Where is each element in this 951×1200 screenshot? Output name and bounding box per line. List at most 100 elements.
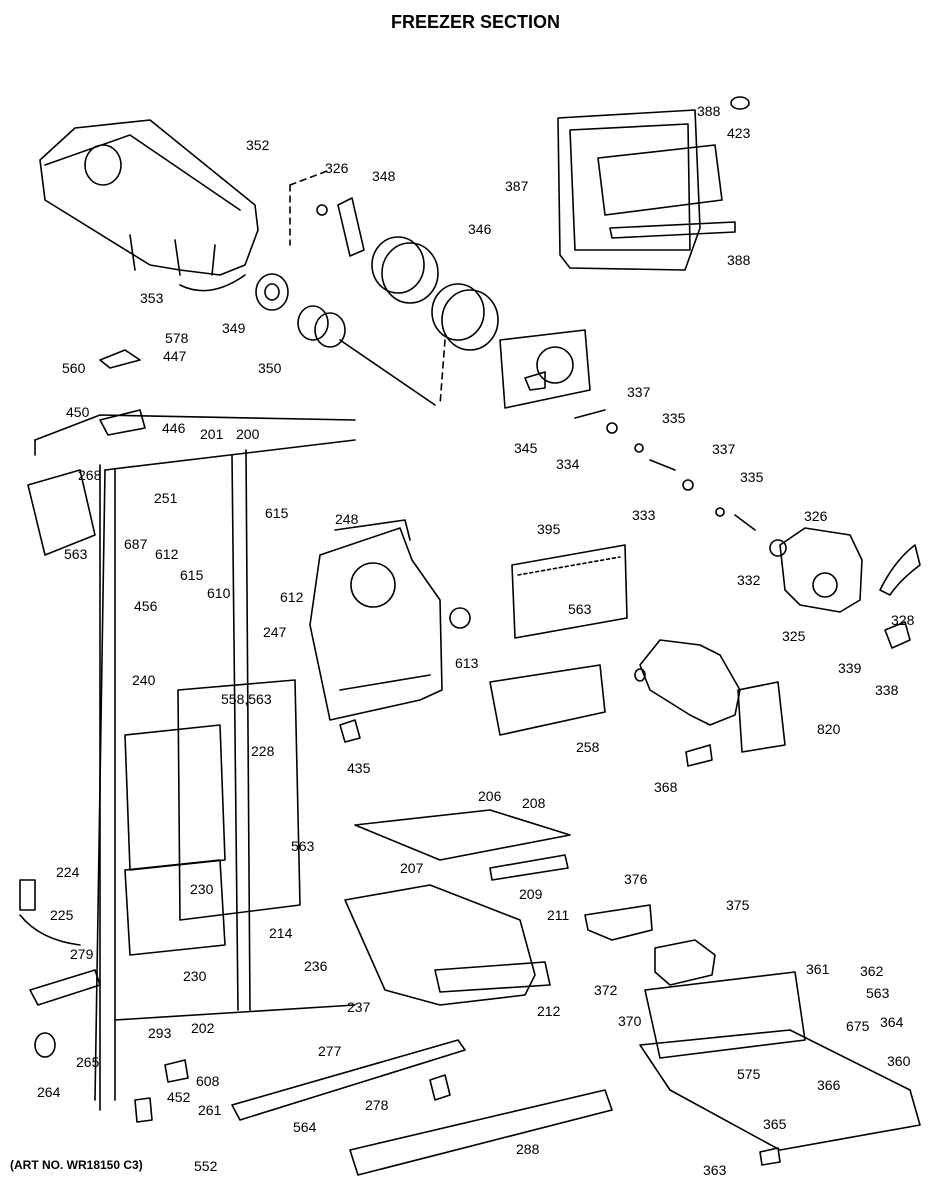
callout-277: 277 bbox=[318, 1043, 342, 1059]
bracket-368 bbox=[685, 744, 713, 767]
callout-362: 362 bbox=[860, 963, 884, 979]
callout-368: 368 bbox=[654, 779, 678, 795]
callout-349: 349 bbox=[222, 320, 246, 336]
callout-251: 251 bbox=[154, 490, 178, 506]
callout-333: 333 bbox=[632, 507, 656, 523]
part-452 bbox=[134, 1097, 153, 1123]
bracket-279 bbox=[29, 969, 101, 1006]
part-363 bbox=[759, 1147, 781, 1166]
callout-612a: 612 bbox=[155, 546, 179, 562]
callout-608: 608 bbox=[196, 1073, 220, 1089]
callout-230b: 230 bbox=[183, 968, 207, 984]
callout-435: 435 bbox=[347, 760, 371, 776]
callout-447: 447 bbox=[163, 348, 187, 364]
callout-335b: 335 bbox=[740, 469, 764, 485]
callout-370: 370 bbox=[618, 1013, 642, 1029]
dispenser-door-387 bbox=[557, 96, 750, 271]
thermostat-268 bbox=[27, 469, 96, 556]
fan-blade-613 bbox=[449, 607, 471, 629]
callout-236: 236 bbox=[304, 958, 328, 974]
callout-225: 225 bbox=[50, 907, 74, 923]
callout-610: 610 bbox=[207, 585, 231, 601]
callout-338: 338 bbox=[875, 682, 899, 698]
drawer-front-258 bbox=[489, 664, 606, 736]
callout-337b: 337 bbox=[712, 441, 736, 457]
callout-346: 346 bbox=[468, 221, 492, 237]
part-446 bbox=[99, 409, 146, 436]
grille-288 bbox=[349, 1089, 613, 1176]
callout-375: 375 bbox=[726, 897, 750, 913]
callout-423: 423 bbox=[727, 125, 751, 141]
spring-224 bbox=[19, 879, 36, 911]
auger-parts bbox=[255, 273, 436, 406]
part-608 bbox=[164, 1059, 189, 1083]
mounting-plate-345 bbox=[499, 329, 591, 409]
callout-560: 560 bbox=[62, 360, 86, 376]
callout-265: 265 bbox=[76, 1054, 100, 1070]
freezer-bin-211 bbox=[344, 884, 551, 1006]
part-447 bbox=[99, 349, 141, 369]
callout-613: 613 bbox=[455, 655, 479, 671]
art-number: (ART NO. WR18150 C3) bbox=[10, 1158, 143, 1172]
shelf-206 bbox=[354, 809, 571, 881]
callout-240: 240 bbox=[132, 672, 156, 688]
callout-675: 675 bbox=[846, 1018, 870, 1034]
cabinet-frame bbox=[34, 414, 356, 1111]
callout-446: 446 bbox=[162, 420, 186, 436]
auger-motor-325 bbox=[769, 527, 921, 649]
ice-maker-820 bbox=[634, 639, 786, 753]
callout-395: 395 bbox=[537, 521, 561, 537]
callout-552: 552 bbox=[194, 1158, 218, 1174]
callout-575: 575 bbox=[737, 1066, 761, 1082]
callout-345: 345 bbox=[514, 440, 538, 456]
rail-277 bbox=[231, 1039, 466, 1121]
callout-820: 820 bbox=[817, 721, 841, 737]
cover-372 bbox=[584, 904, 653, 941]
callout-326: 326 bbox=[325, 160, 349, 176]
callout-228: 228 bbox=[251, 743, 275, 759]
callout-353: 353 bbox=[140, 290, 164, 306]
callout-563b: 563 bbox=[568, 601, 592, 617]
callout-288: 288 bbox=[516, 1141, 540, 1157]
callout-364: 364 bbox=[880, 1014, 904, 1030]
callout-450: 450 bbox=[66, 404, 90, 420]
callout-387: 387 bbox=[505, 178, 529, 194]
callout-337a: 337 bbox=[627, 384, 651, 400]
callout-211: 211 bbox=[547, 907, 570, 923]
callout-687: 687 bbox=[124, 536, 148, 552]
base-360 bbox=[639, 1029, 921, 1151]
callout-348: 348 bbox=[372, 168, 396, 184]
callout-201: 201 bbox=[200, 426, 224, 442]
callout-615a: 615 bbox=[265, 505, 289, 521]
callout-258: 258 bbox=[576, 739, 600, 755]
callout-361: 361 bbox=[806, 961, 830, 977]
callout-376: 376 bbox=[624, 871, 648, 887]
callout-268: 268 bbox=[78, 467, 102, 483]
diagram-title: FREEZER SECTION bbox=[390, 12, 560, 32]
callout-578: 578 bbox=[165, 330, 189, 346]
crusher-blades-346 bbox=[316, 197, 499, 351]
machine-compartment-361 bbox=[639, 971, 921, 1151]
callout-208: 208 bbox=[522, 795, 546, 811]
callout-558-563: 558,563 bbox=[221, 691, 272, 707]
compressor-part-370 bbox=[654, 939, 716, 986]
callout-352: 352 bbox=[246, 137, 270, 153]
callout-456: 456 bbox=[134, 598, 158, 614]
callout-335a: 335 bbox=[662, 410, 686, 426]
callout-372: 372 bbox=[594, 982, 618, 998]
callout-350: 350 bbox=[258, 360, 282, 376]
drain-tube-225 bbox=[19, 914, 81, 946]
callout-334: 334 bbox=[556, 456, 580, 472]
callout-206: 206 bbox=[478, 788, 502, 804]
callout-360: 360 bbox=[887, 1053, 911, 1069]
callout-365: 365 bbox=[763, 1116, 787, 1132]
part-278 bbox=[429, 1074, 451, 1101]
callout-366: 366 bbox=[817, 1077, 841, 1093]
callout-279: 279 bbox=[70, 946, 94, 962]
evaporator-cover-214 bbox=[177, 679, 301, 921]
callout-328: 328 bbox=[891, 612, 915, 628]
callout-214: 214 bbox=[269, 925, 293, 941]
callout-264: 264 bbox=[37, 1084, 61, 1100]
